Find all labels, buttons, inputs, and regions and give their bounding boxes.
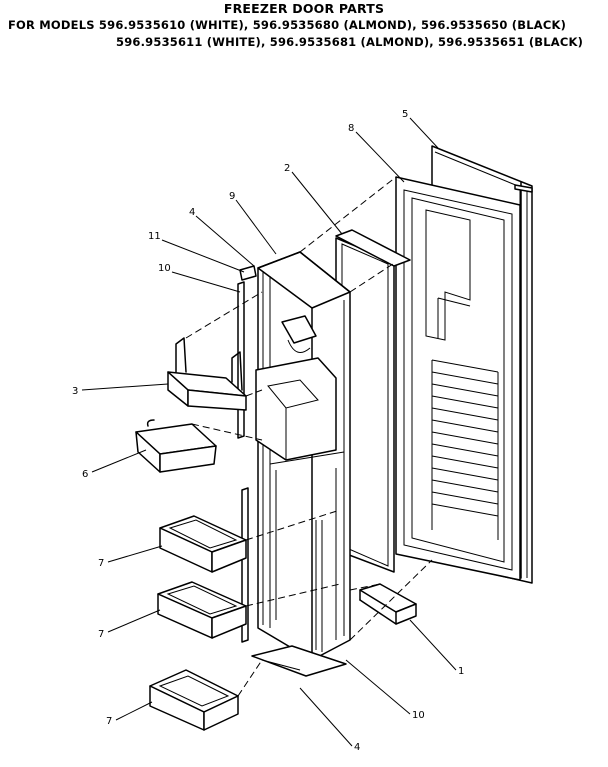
callout-7-lower: 7 [106, 716, 112, 727]
callout-4-upper: 4 [189, 207, 195, 218]
part-8-door-liner [395, 176, 521, 581]
diagram-header: FREEZER DOOR PARTS FOR MODELS 596.953561… [0, 0, 608, 51]
part-3-door-shelf [167, 337, 247, 411]
callout-4-lower: 4 [354, 742, 360, 753]
callout-10-upper: 10 [158, 263, 171, 274]
callout-9: 9 [229, 191, 235, 202]
part-7-bin-middle [157, 581, 247, 639]
part-11-clip [239, 265, 257, 281]
callout-3: 3 [72, 386, 78, 397]
callout-7-middle: 7 [98, 629, 104, 640]
callout-10-lower: 10 [412, 710, 425, 721]
part-1-bottom-trim [359, 583, 417, 625]
part-9-dispenser-frame [255, 251, 351, 661]
assembly-guide-lines [185, 176, 433, 697]
part-7-bin-upper [159, 515, 247, 573]
part-10-trim-strip-lower [241, 487, 249, 643]
callout-7-upper: 7 [98, 558, 104, 569]
part-4-bottom-cap [251, 645, 347, 677]
callout-8: 8 [348, 123, 354, 134]
part-6-door-bin [135, 419, 217, 473]
part-7-bin-lower [149, 669, 239, 731]
diagram-title: FREEZER DOOR PARTS [223, 1, 385, 16]
callout-5: 5 [402, 109, 408, 120]
callout-leaders [81, 117, 457, 747]
callout-6: 6 [82, 469, 88, 480]
models-line-2: 596.9535611 (WHITE), 596.9535681 (ALMOND… [116, 35, 584, 49]
models-line-1: FOR MODELS 596.9535610 (WHITE), 596.9535… [8, 18, 567, 32]
callout-11: 11 [148, 231, 161, 242]
callout-2: 2 [284, 163, 290, 174]
callout-labels: 5 8 2 9 4 11 10 3 6 7 7 7 1 10 4 [72, 109, 464, 753]
callout-1: 1 [458, 666, 464, 677]
